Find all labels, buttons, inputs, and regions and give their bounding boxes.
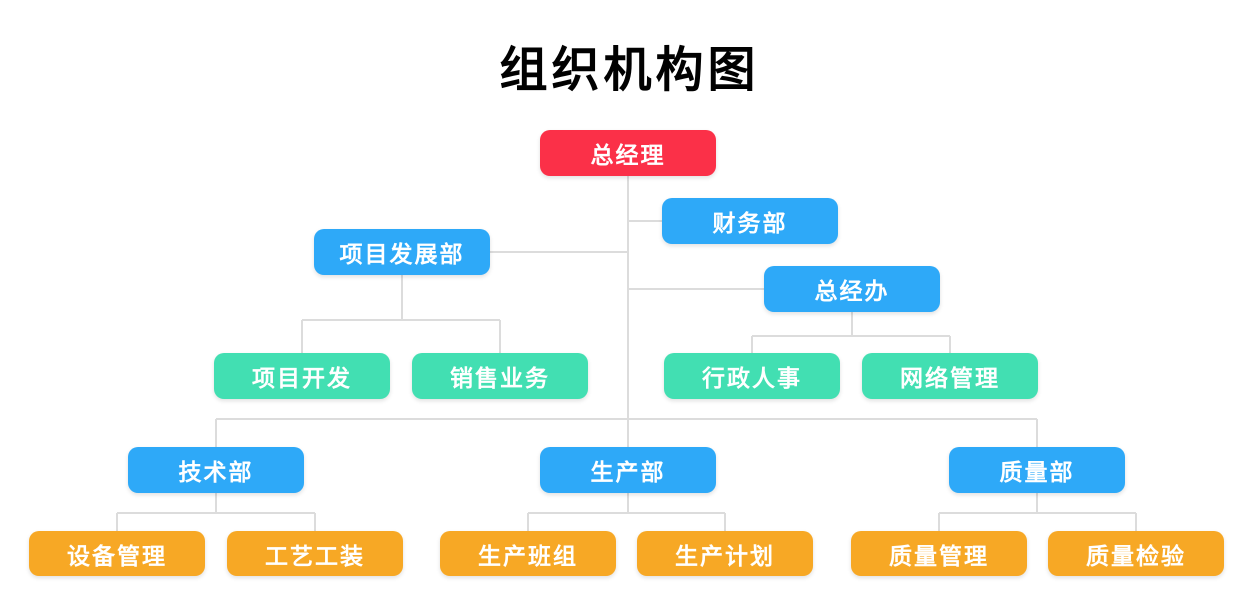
org-node-project-development: 项目开发	[214, 353, 390, 399]
org-node-quality-inspection: 质量检验	[1048, 531, 1224, 576]
page-title: 组织机构图	[499, 44, 760, 97]
org-node-production-planning: 生产计划	[637, 531, 813, 576]
org-node-quality-management: 质量管理	[851, 531, 1027, 576]
org-node-quality-dept: 质量部	[949, 447, 1125, 493]
org-node-equipment-management: 设备管理	[29, 531, 205, 576]
org-node-gm-office: 总经办	[764, 266, 940, 312]
org-node-technical-dept: 技术部	[128, 447, 304, 493]
org-node-production-team: 生产班组	[440, 531, 616, 576]
org-node-project-development-dept: 项目发展部	[314, 229, 490, 275]
org-node-admin-hr: 行政人事	[664, 353, 840, 399]
org-node-general-manager: 总经理	[540, 130, 716, 176]
org-node-production-dept: 生产部	[540, 447, 716, 493]
org-node-network-management: 网络管理	[862, 353, 1038, 399]
org-node-process-tooling: 工艺工装	[227, 531, 403, 576]
org-node-sales-business: 销售业务	[412, 353, 588, 399]
org-node-finance-dept: 财务部	[662, 198, 838, 244]
